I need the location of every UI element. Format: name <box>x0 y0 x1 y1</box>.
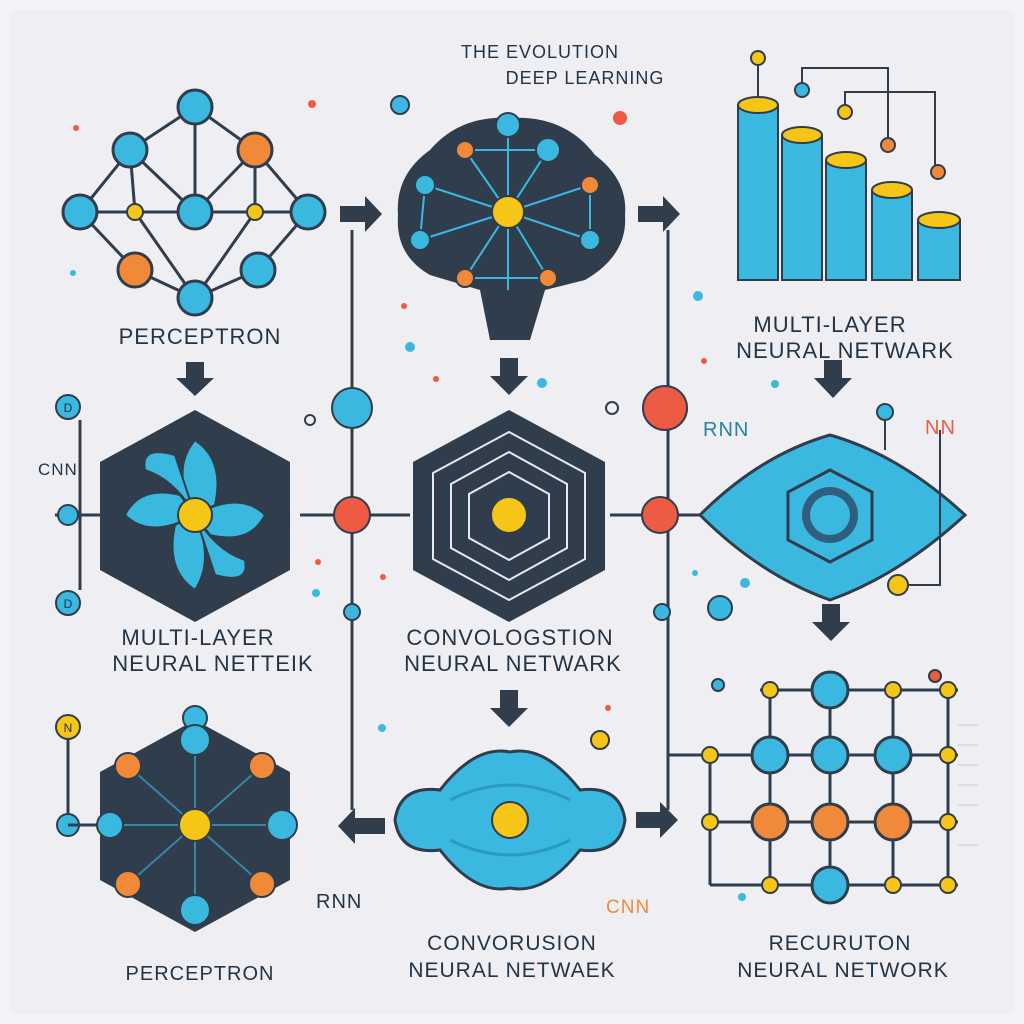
node-icon <box>61 193 99 231</box>
label-conv-mid-line2: NEURAL NETWARK <box>404 651 622 676</box>
decorative-dots <box>70 100 779 901</box>
label-perceptron-top: PERCEPTRON <box>119 324 282 349</box>
node-icon <box>176 193 214 231</box>
text-labels: THE EVOLUTION DEEP LEARNING PERCEPTRON M… <box>38 42 956 985</box>
letter-badges: D D N <box>55 394 81 740</box>
label-mlnn-mid-line1: MULTI-LAYER <box>121 625 274 650</box>
label-nn-right: NN <box>925 417 956 439</box>
blob-network <box>393 749 627 891</box>
node-icon <box>116 251 154 289</box>
label-conv-bottom-line1: CONVORUSION <box>427 932 597 955</box>
label-rnn-mid: RNN <box>703 419 749 441</box>
badge-d-bottom: D <box>64 597 73 611</box>
label-rnn-bottom: RNN <box>316 891 362 913</box>
label-mlnn-top-line1: MULTI-LAYER <box>753 312 906 337</box>
pinwheel-hexagon <box>100 410 290 622</box>
badge-d-top: D <box>64 401 73 415</box>
connector-nodes <box>56 95 688 837</box>
label-mlnn-top-line2: NEURAL NETWARK <box>736 338 954 363</box>
label-conv-bottom-line2: NEURAL NETWAEK <box>408 959 615 982</box>
node-icon <box>246 203 264 221</box>
arrow-down-icon <box>176 362 214 396</box>
node-icon <box>239 251 277 289</box>
arrow-right-icon <box>636 802 678 838</box>
badge-n: N <box>64 721 73 735</box>
grid-network <box>701 669 978 905</box>
cylinder-bars <box>737 50 961 281</box>
label-cnn-side: CNN <box>38 460 78 479</box>
title-line2: DEEP LEARNING <box>506 68 665 88</box>
arrow-right-icon <box>638 196 680 232</box>
node-icon <box>176 279 214 317</box>
arrow-down-icon <box>490 358 528 395</box>
node-icon <box>126 203 144 221</box>
title-line1: THE EVOLUTION <box>461 42 619 62</box>
label-recur-line1: RECURUTON <box>769 932 912 955</box>
perceptron-top-network <box>61 88 327 317</box>
flow-arrows <box>176 196 852 844</box>
label-conv-mid-line1: CONVOLOGSTION <box>406 625 613 650</box>
arrow-down-icon <box>814 360 852 398</box>
node-icon <box>236 131 274 169</box>
eye-network <box>697 403 968 621</box>
label-recur-line2: NEURAL NETWORK <box>737 959 949 982</box>
star-hexagon-network <box>68 705 298 932</box>
concentric-hexagon <box>413 410 605 622</box>
node-icon <box>176 88 214 126</box>
label-mlnn-mid-line2: NEURAL NETTEIK <box>112 651 313 676</box>
arrow-down-icon <box>812 604 850 641</box>
label-cnn-bottom: CNN <box>606 897 650 918</box>
node-icon <box>111 131 149 169</box>
arrow-down-icon <box>490 690 528 727</box>
brain-tree-network <box>397 112 626 340</box>
arrow-right-icon <box>340 196 382 232</box>
node-icon <box>289 193 327 231</box>
arrow-left-icon <box>338 808 385 844</box>
label-perceptron-bottom: PERCEPTRON <box>126 963 275 985</box>
